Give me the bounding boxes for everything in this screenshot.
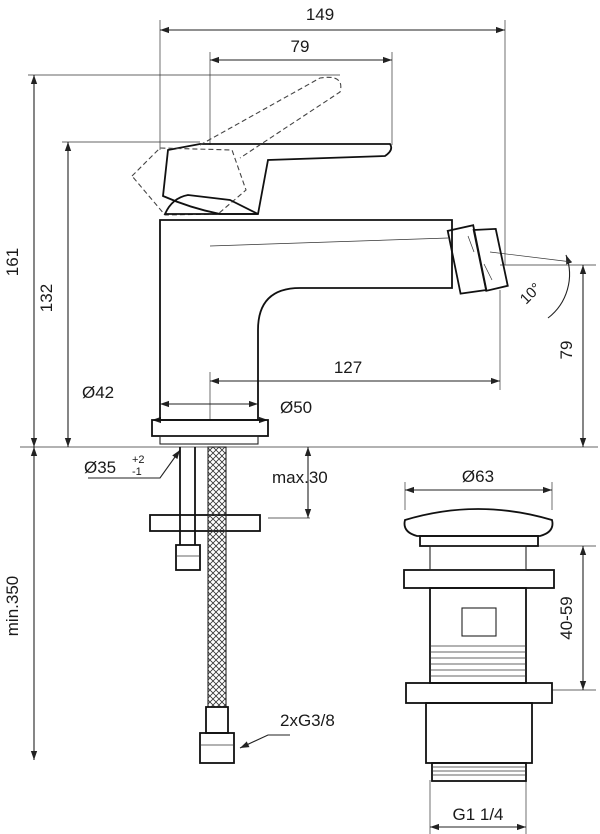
label-35-plus: +2 xyxy=(132,454,145,466)
label-79-top: 79 xyxy=(291,37,310,56)
faucet-main-body xyxy=(159,219,453,421)
label-132: 132 xyxy=(37,284,56,312)
mounting-shank xyxy=(149,447,261,571)
hose-fitting xyxy=(199,706,235,764)
braided-hose xyxy=(207,446,227,708)
leader-g38 xyxy=(239,734,290,749)
base-plate xyxy=(151,419,269,437)
label-10deg: 10° xyxy=(517,280,545,308)
label-63: Ø63 xyxy=(462,467,494,486)
label-g114: G1 1/4 xyxy=(452,805,503,824)
waste-cap xyxy=(403,508,554,537)
label-149: 149 xyxy=(306,5,334,24)
label-max30: max.30 xyxy=(272,468,328,487)
faucet-body xyxy=(131,76,509,764)
label-40-59: 40-59 xyxy=(557,596,576,639)
dimension-labels: 149 79 161 132 127 79 10° Ø42 Ø50 Ø35 +2… xyxy=(3,5,576,824)
label-79-right: 79 xyxy=(557,341,576,360)
waste-thread xyxy=(431,762,527,782)
label-50: Ø50 xyxy=(280,398,312,417)
label-161: 161 xyxy=(3,248,22,276)
lever-ghost xyxy=(131,76,342,216)
lever-handle xyxy=(162,143,393,215)
pop-up-waste xyxy=(403,508,555,782)
dimension-lines xyxy=(30,26,587,831)
label-35: Ø35 xyxy=(84,458,116,477)
label-35-minus: -1 xyxy=(132,466,142,478)
leader-35 xyxy=(88,449,181,479)
label-g38: 2xG3/8 xyxy=(280,711,335,730)
label-350: min.350 xyxy=(3,576,22,636)
label-127: 127 xyxy=(334,358,362,377)
label-42: Ø42 xyxy=(82,383,114,402)
aerator xyxy=(446,224,509,295)
angle-arc xyxy=(547,254,573,319)
